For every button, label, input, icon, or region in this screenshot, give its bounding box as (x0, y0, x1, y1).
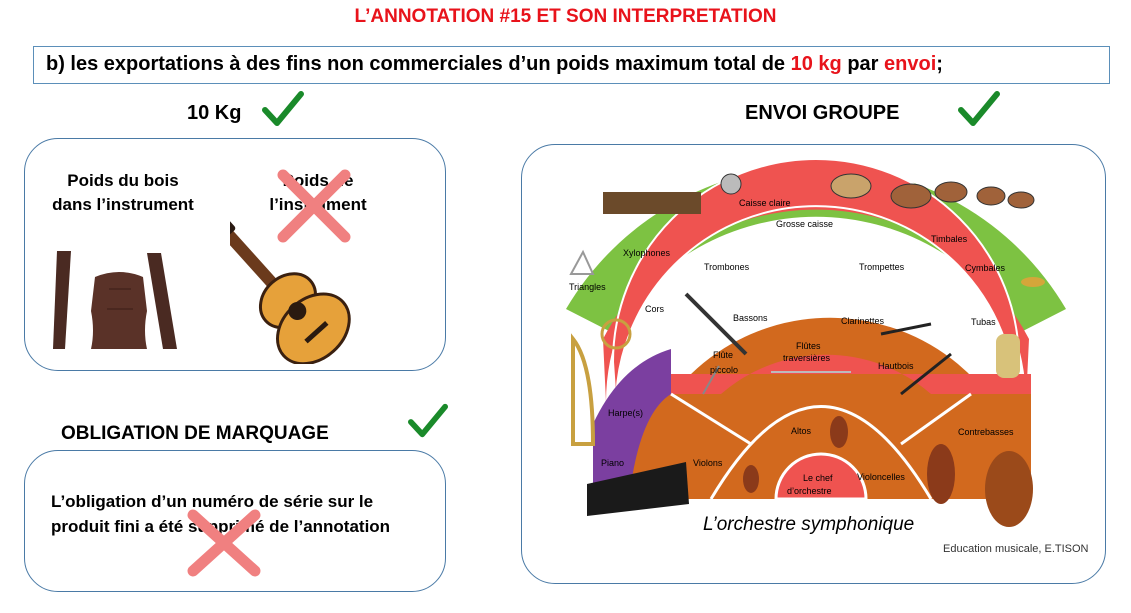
check-icon (958, 91, 1000, 126)
label-flutes: traversières (783, 353, 831, 363)
label-trombones: Trombones (704, 262, 750, 272)
label-triangles: Triangles (569, 282, 606, 292)
label-violoncelles: Violoncelles (857, 472, 905, 482)
timpani-icon (890, 183, 932, 209)
label-violons: Violons (693, 458, 723, 468)
marking-heading: OBLIGATION DE MARQUAGE (61, 423, 329, 444)
cross-icon (277, 169, 351, 243)
check-icon (408, 403, 448, 438)
instrument-icons (569, 173, 1045, 527)
label-harpes: Harpe(s) (608, 408, 643, 418)
cross-icon (187, 509, 261, 577)
divider (670, 392, 752, 446)
group-shipment-heading: ENVOI GROUPE (745, 102, 900, 124)
harp-section (593, 349, 671, 499)
timpani-icon (1007, 191, 1035, 209)
timpani-icon (976, 186, 1006, 206)
weight-box: Poids du bois dans l’instrument Poids de… (24, 138, 446, 371)
label-altos: Altos (791, 426, 812, 436)
divider (900, 392, 972, 446)
quote-weight: 10 kg (790, 53, 842, 75)
label-flute-piccolo: piccolo (710, 365, 738, 375)
quote-mid: par (841, 53, 885, 75)
conductor-area (774, 452, 868, 501)
marking-text: L’obligation d’un numéro de série sur le… (51, 492, 391, 536)
weight-heading: 10 Kg (187, 102, 242, 124)
cymbals-icon (1021, 277, 1045, 287)
label-chef: Le chef (803, 473, 833, 483)
marking-box: L’obligation d’un numéro de série sur le… (24, 450, 446, 592)
label-tubas: Tubas (971, 317, 996, 327)
oboe-icon (900, 352, 952, 396)
slide-title: L’ANNOTATION #15 ET SON INTERPRETATION (354, 6, 777, 27)
triangle-icon (569, 249, 595, 275)
viola-icon (830, 416, 848, 448)
double-bass-icon (985, 451, 1033, 527)
section-labels: Caisse claire Grosse caisse Timbales Xyl… (569, 198, 1014, 496)
label-bassons: Bassons (733, 313, 768, 323)
check-icon (262, 91, 304, 126)
piano-icon (587, 462, 689, 516)
label-contrebasses: Contrebasses (958, 427, 1014, 437)
woodwind-fill (631, 354, 1031, 394)
bass-drum-icon (830, 173, 872, 199)
label-chef: d’orchestre (787, 486, 832, 496)
xylophone-icon (603, 192, 701, 214)
horn-icon (600, 318, 632, 350)
quote-envoi: envoi (884, 53, 937, 75)
violin-icon (743, 465, 759, 493)
guitar-image (230, 214, 351, 364)
annotation-quote: b) les exportations à des fins non comme… (33, 46, 1110, 84)
inner-arc (709, 405, 933, 500)
cello-icon (927, 444, 955, 504)
label-flute-piccolo: Flûte (713, 350, 733, 360)
label-flutes: Flûtes (796, 341, 821, 351)
bassoon-icon (684, 292, 748, 356)
timpani-icon (934, 181, 968, 203)
image-credit: Education musicale, E.TISON (943, 543, 1089, 555)
label-piano: Piano (601, 458, 624, 468)
tuba-icon (996, 334, 1020, 378)
orchestra-diagram: Caisse claire Grosse caisse Timbales Xyl… (566, 158, 1066, 535)
quote-suffix: ; (936, 53, 943, 75)
label-timbales: Timbales (931, 234, 968, 244)
quote-prefix: b) les exportations à des fins non comme… (46, 53, 791, 75)
piccolo-icon (702, 365, 720, 395)
orchestra-caption: L’orchestre symphonique (703, 514, 914, 535)
label-cors: Cors (645, 304, 665, 314)
label-trompettes: Trompettes (859, 262, 905, 272)
clarinet-icon (880, 322, 932, 336)
wood-weight-label: Poids du bois dans l’instrument (52, 171, 194, 214)
label-clarinettes: Clarinettes (841, 316, 885, 326)
label-grosse-caisse: Grosse caisse (776, 219, 833, 229)
wood-pieces-image (53, 251, 177, 349)
snare-drum-icon (720, 173, 742, 195)
harp-icon (571, 333, 596, 446)
label-cymbales: Cymbales (965, 263, 1006, 273)
label-hautbois: Hautbois (878, 361, 914, 371)
label-caisse-claire: Caisse claire (739, 198, 791, 208)
label-xylophones: Xylophones (623, 248, 671, 258)
